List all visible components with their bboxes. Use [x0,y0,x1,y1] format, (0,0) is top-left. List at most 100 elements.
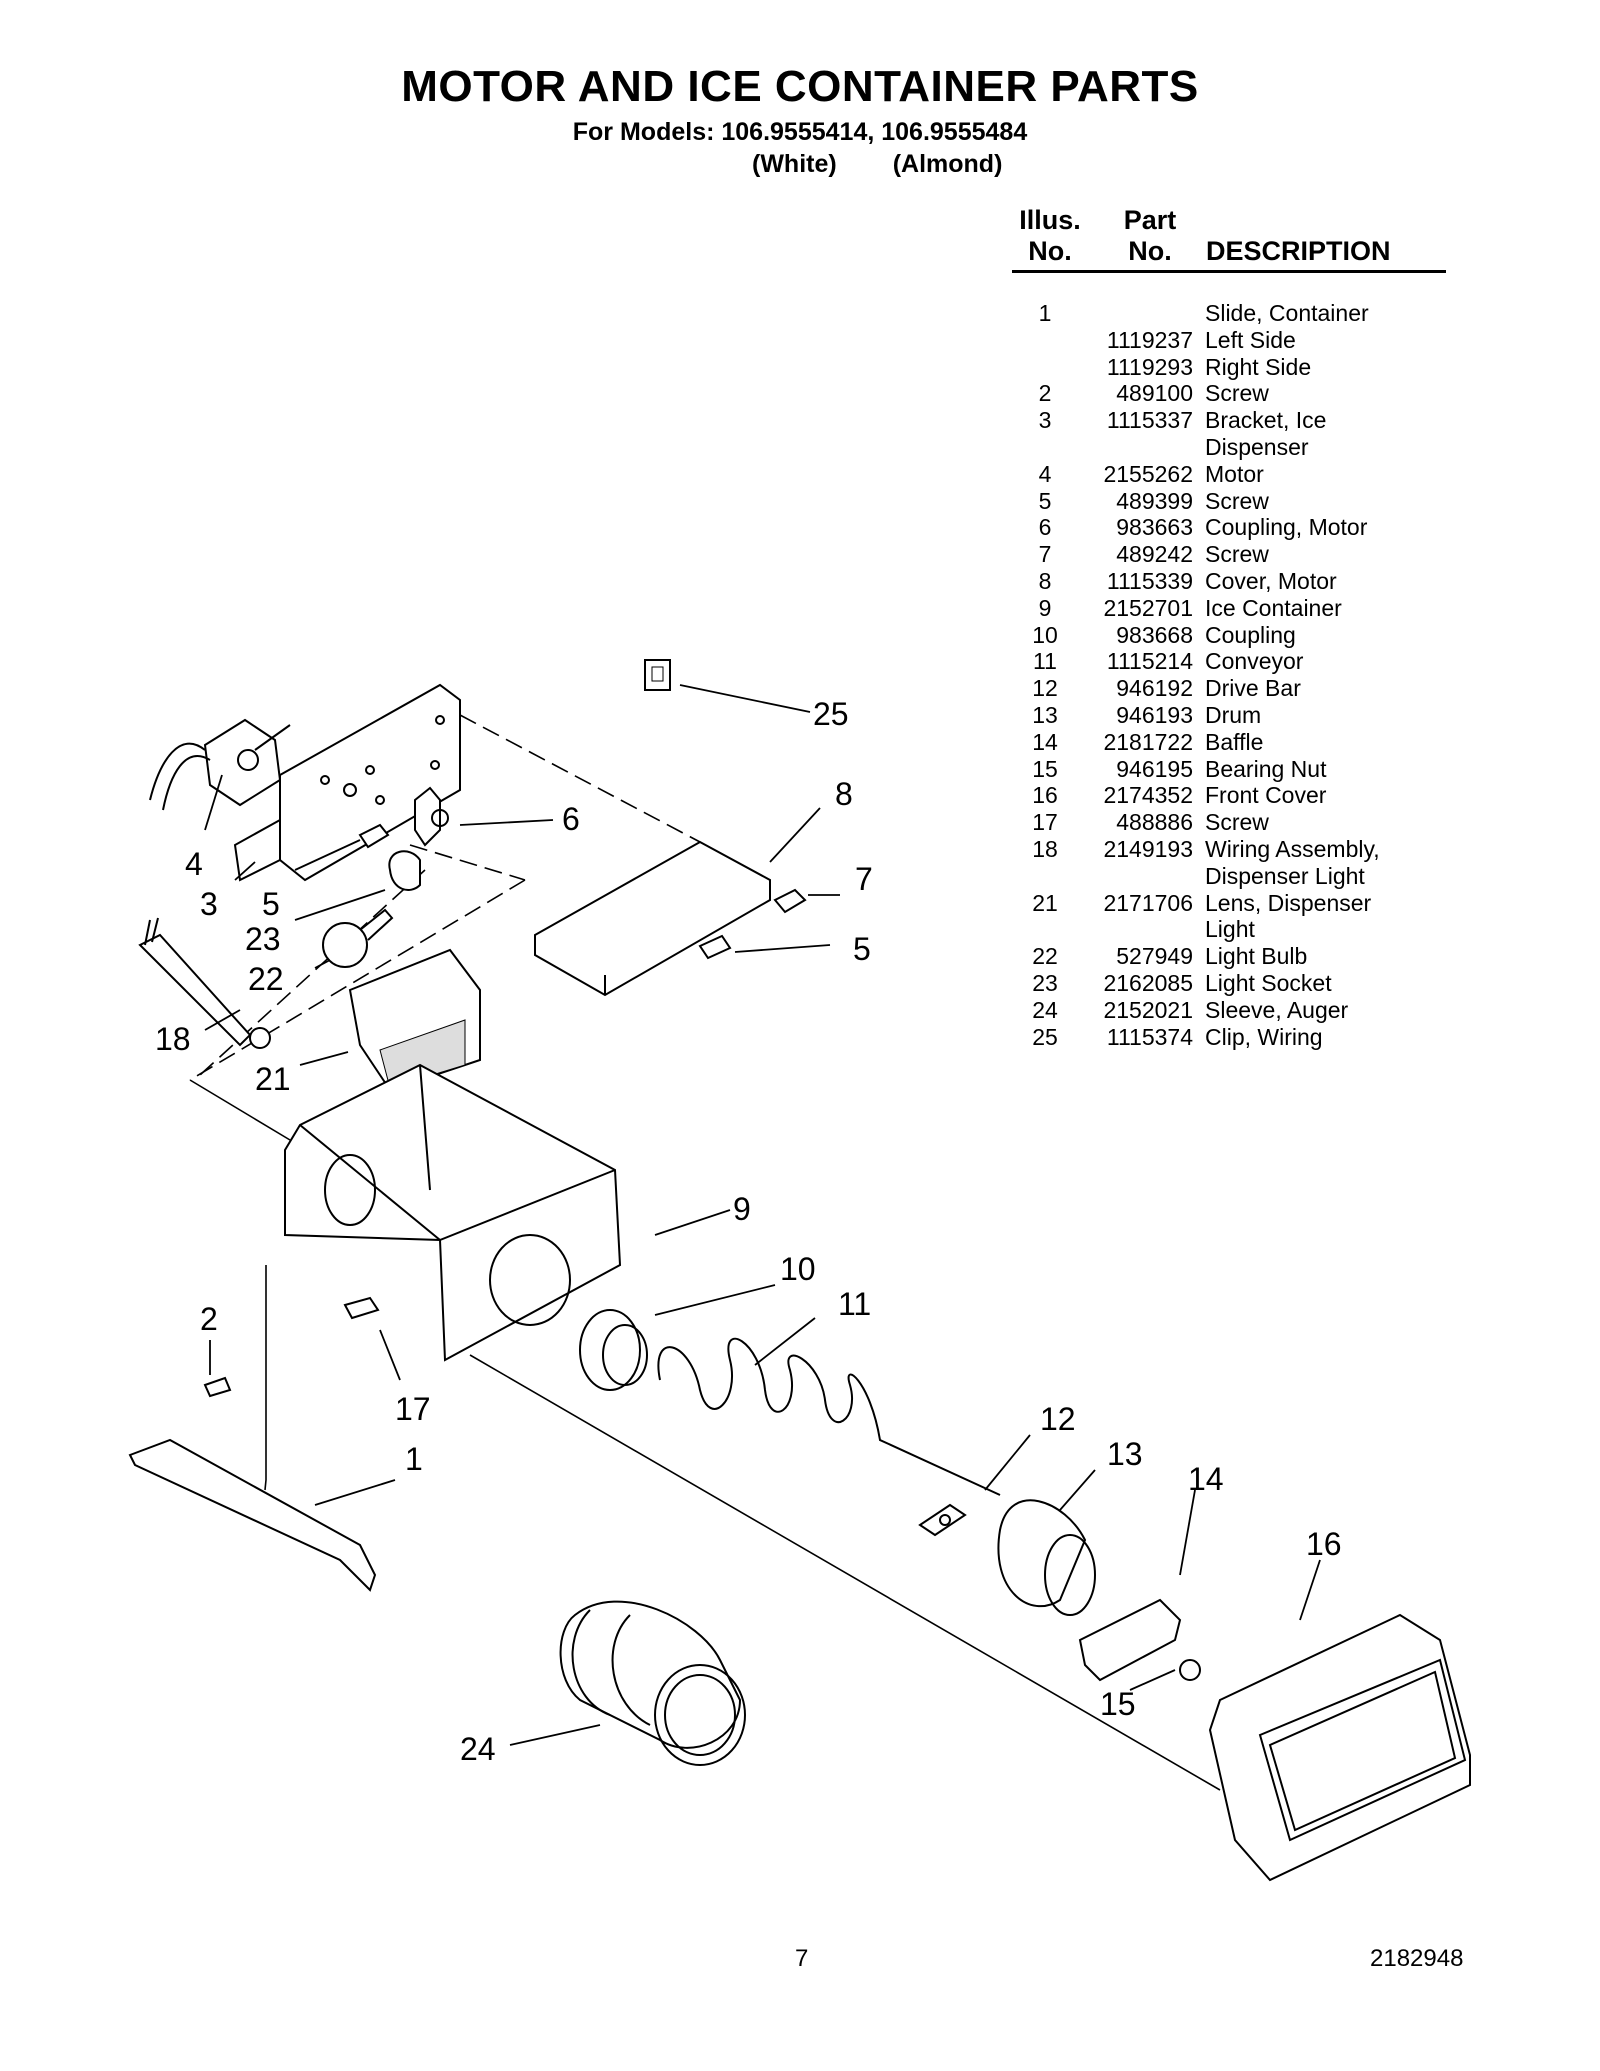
part-description: Bearing Nut [1205,755,1327,782]
part-number: 489100 [1116,380,1193,407]
part-number: 1115374 [1106,1023,1193,1050]
page-number: 7 [795,1945,809,1972]
bracket-part [233,683,461,882]
illus-number: 14 [1032,728,1058,755]
front-cover-part [1208,1613,1471,1882]
part-number: 1115337 [1106,407,1193,434]
illus-number: 13 [1032,701,1058,728]
illus-number: 16 [1032,782,1058,809]
assembly-lines [189,714,701,1081]
illus-number: 10 [1032,621,1058,648]
part-description: Left Side [1205,326,1296,353]
column-header-illus: Illus. No. [1010,205,1090,267]
illus-number: 6 [1038,514,1052,541]
header-rule [1012,270,1446,273]
illus-number: 23 [1032,969,1058,996]
part-description: Sleeve, Auger [1205,996,1349,1023]
callout-24: 24 [460,1731,496,1767]
part-description: Coupling, Motor [1205,514,1368,541]
callout-8: 8 [835,776,853,812]
callout-7: 7 [855,861,873,897]
document-number: 2182948 [1370,1945,1464,1972]
wiring-clip-part [644,659,671,691]
part-description: Cover, Motor [1205,567,1337,594]
column-header-illus-line1: Illus. [1019,205,1081,235]
illus-number: 17 [1032,809,1058,836]
container-slide-part [128,1438,377,1592]
part-description: Wiring Assembly, [1205,835,1380,862]
part-number: 946192 [1116,675,1193,702]
page-title: MOTOR AND ICE CONTAINER PARTS [401,62,1199,111]
part-description: Conveyor [1205,648,1304,675]
sleeve-auger-part [559,1600,746,1766]
lens-part [348,948,481,1092]
part-number: 489242 [1116,541,1193,568]
part-number: 527949 [1116,943,1193,970]
callout-5-left: 5 [262,886,280,922]
callout-14: 14 [1188,1461,1224,1497]
part-number: 983668 [1116,621,1193,648]
illus-number: 3 [1038,407,1052,434]
leader-arrows [204,684,1321,1746]
parts-row: 6 983663 Coupling, Motor [1000,514,1380,541]
part-description: Screw [1205,541,1269,568]
finish-almond: (Almond) [892,150,1003,178]
parts-row: 1119293 Right Side [1000,354,1380,381]
column-header-part: Part No. [1110,205,1190,267]
part-number: 946195 [1116,755,1193,782]
illus-number: 24 [1032,996,1058,1023]
parts-row: Dispenser Light [1000,863,1380,890]
callout-labels: 4 3 5 23 22 18 21 6 25 8 7 5 9 10 11 12 … [155,696,1342,1767]
callout-21: 21 [255,1061,291,1097]
coupling-part [579,1309,648,1391]
part-description: Lens, Dispenser [1205,889,1372,916]
callout-22: 22 [248,961,284,997]
callout-2: 2 [200,1301,218,1337]
finish-labels: (White) (Almond) [752,150,1002,179]
part-description: Slide, Container [1205,300,1369,326]
callout-12: 12 [1040,1401,1076,1437]
part-number: 1115339 [1106,567,1193,594]
column-header-part-line1: Part [1123,205,1177,235]
part-number: 1119293 [1106,353,1193,380]
screw-part [203,823,807,1398]
part-description: Bracket, Ice [1205,407,1327,434]
models-line: For Models: 106.9555414, 106.9555484 [572,118,1028,146]
parts-row: 3 1115337 Bracket, Ice [1000,407,1380,434]
part-description: Right Side [1205,353,1312,380]
illus-number: 11 [1033,648,1057,675]
light-bulb-part [322,908,394,968]
conveyor-part [657,1337,1001,1496]
illus-number: 15 [1032,755,1058,782]
motor-part [149,718,291,811]
part-number: 983663 [1116,514,1193,541]
illus-number: 12 [1032,675,1058,702]
column-header-illus-line2: No. [1028,236,1072,266]
part-description: Drive Bar [1205,675,1301,702]
callout-4: 4 [185,846,203,882]
callout-1: 1 [405,1441,423,1477]
motor-coupling-part [414,786,449,847]
part-number: 2149193 [1103,835,1193,862]
baffle-part [1078,1598,1182,1682]
finish-white: (White) [752,150,837,178]
part-number: 488886 [1116,809,1193,836]
drum-part [997,1499,1096,1616]
illus-number: 5 [1038,487,1052,514]
callout-23: 23 [245,921,281,957]
callout-17: 17 [395,1391,431,1427]
light-socket-part [388,850,421,891]
motor-cover-part [534,840,771,997]
drive-bar-part [918,1503,967,1537]
